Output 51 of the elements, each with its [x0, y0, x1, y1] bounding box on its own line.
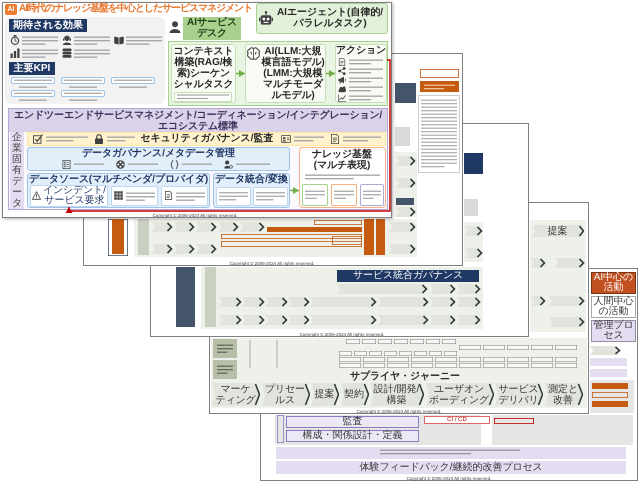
band-heading: エンドツーエンドサービスマネジメント/コーディネーション/インテグレーション/エコシステム標準: [9, 109, 387, 132]
process-box: [171, 44, 236, 103]
arrow: [66, 59, 391, 213]
slide-page: [2, 2, 392, 218]
panel-heading: データ統合/変換: [214, 174, 289, 185]
knowledge-panel: [299, 147, 386, 208]
arrow: [290, 187, 299, 194]
heading-band: サービス統合ガバナンス: [337, 270, 479, 282]
legend-key: AI中心の活動: [591, 272, 636, 294]
process-step: プリセールス: [262, 383, 310, 406]
process-step: マーケティング: [212, 383, 260, 406]
panel-heading: データソース(マルチベンダ/プロバイダ): [28, 174, 209, 185]
process-step: 提案: [532, 225, 584, 237]
process-bar: 体験フィードバック/継続的改善プロセス: [276, 461, 626, 474]
slide-title: AI時代のナレッジ基盤を中心としたサービスマネジメント: [19, 3, 252, 15]
panel-heading: アクション: [336, 45, 386, 56]
arrow: [326, 70, 335, 77]
framework-panel: [8, 108, 388, 210]
process-step: 測定と改善: [544, 383, 582, 406]
panel-heading: AIエージェント(自律的/パラレルタスク): [276, 7, 384, 29]
side-band: 企業固有データ: [10, 132, 24, 209]
arrow: [236, 70, 245, 77]
panel-heading: AI(LLM:大規模言語モデル)(LMM:大規模マルチモーダルモデル): [261, 46, 325, 101]
data-source-panel: [27, 173, 210, 208]
process-step: 契約: [340, 383, 368, 406]
heading-tag: 主要KPI: [9, 62, 55, 75]
panel-heading: セキュリティガバナンス/監査: [140, 133, 274, 144]
process-step: 設計/開発/構築: [370, 383, 424, 406]
section-heading: サプライヤ・ジャーニー: [350, 371, 460, 382]
process-panel: [168, 41, 388, 106]
panel-heading: ナレッジ基盤(マルチ表現): [311, 149, 373, 171]
agent-panel: [256, 3, 388, 34]
source-item: [30, 185, 108, 207]
effects-panel: [5, 17, 165, 104]
legend-key: 人間中心の活動: [591, 296, 636, 318]
process-box: [213, 173, 290, 208]
panel-heading: コンテキスト構築(RAG/検索)シーケンシャルタスク: [172, 46, 234, 90]
heading-tag: AIサービスデスク: [183, 17, 241, 40]
governance-panel: [27, 147, 290, 171]
heading-tag: 期待される効果: [9, 19, 87, 32]
process-step: サービスデリバリ: [495, 383, 543, 406]
process-step: ユーザオンボーディング: [426, 383, 494, 406]
panel-heading: インシデント/サービス要求: [42, 186, 107, 206]
process-box: [335, 44, 387, 103]
process-box: 構成・関係設計・定義: [286, 430, 419, 442]
process-box: [245, 44, 326, 103]
panel-heading: データガバナンス/メタデータ管理: [81, 148, 236, 159]
process-step: 提案: [311, 383, 339, 406]
security-band: [27, 132, 386, 146]
legend-key: 管理プロセス: [591, 320, 636, 342]
process-box: 監査: [286, 416, 419, 428]
